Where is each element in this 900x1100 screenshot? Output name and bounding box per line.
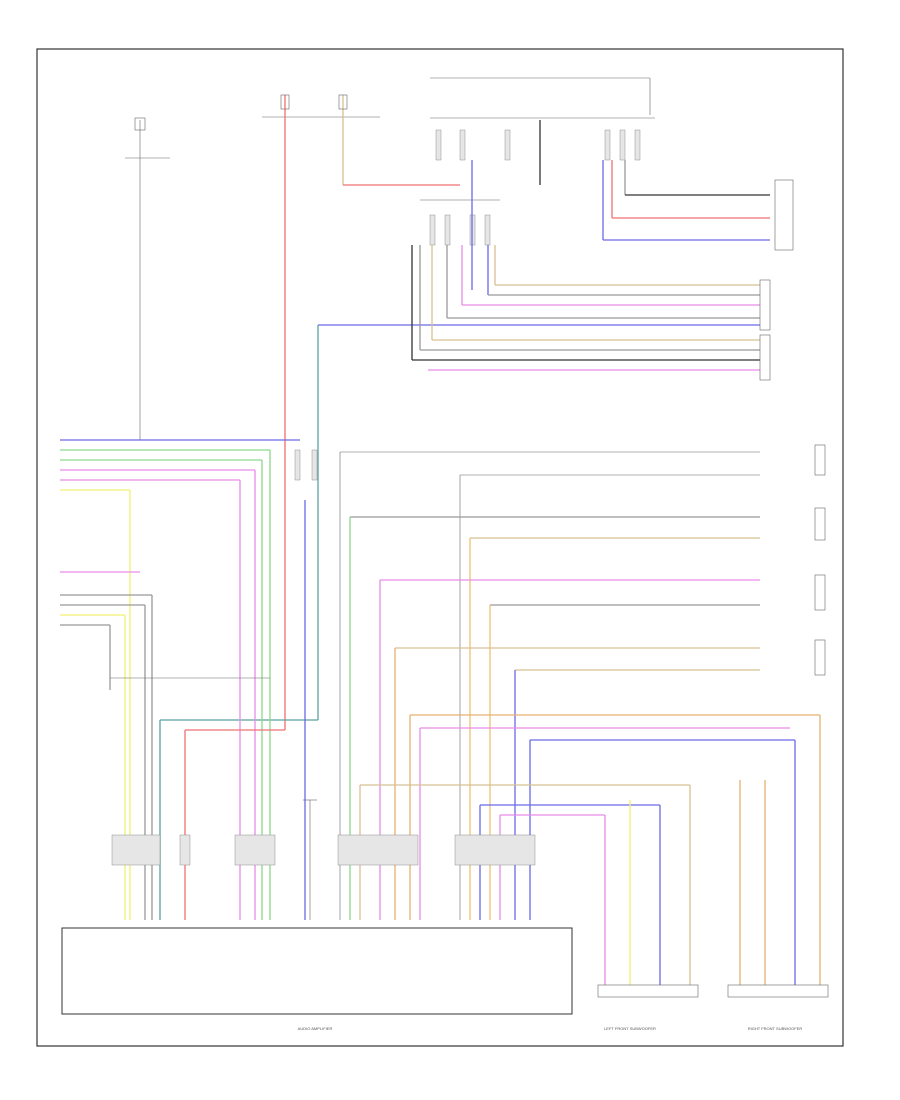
fuse-group-1 (262, 94, 380, 730)
left-front-subwoofer-label: LEFT FRONT SUBWOOFER (604, 1026, 656, 1031)
middle-connector (420, 160, 500, 290)
inline-connector (311, 449, 318, 481)
right-front-subwoofer-box (727, 984, 829, 998)
top-connector-pin (459, 129, 466, 161)
ground-switch-symbol (134, 117, 146, 131)
rear-speaker-symbol (774, 179, 794, 251)
left-front-speaker-symbol (814, 444, 826, 476)
amp-pin-group (111, 834, 161, 866)
door-speaker-symbol (759, 279, 771, 331)
top-connector-pin (435, 129, 442, 161)
speaker-harness-upper (318, 245, 771, 381)
right-speaker-harness (339, 444, 826, 920)
left-front-subwoofer-box (597, 984, 699, 998)
right-front-subwoofer-label: RIGHT FRONT SUBWOOFER (748, 1026, 803, 1031)
fuse-symbol (280, 94, 290, 110)
left-rear-speaker-symbol (814, 507, 826, 541)
top-connector-pin (504, 129, 511, 161)
middle-connector-pin (484, 214, 491, 246)
middle-connector-pin (444, 214, 451, 246)
right-rear-speaker-symbol (814, 639, 826, 676)
door-speaker-symbol (759, 334, 771, 381)
amp-pin-group (337, 834, 419, 866)
top-connector-pin (634, 129, 641, 161)
amplifier-label: AUDIO AMPLIFIER (298, 1026, 333, 1031)
subwoofer-wires (359, 714, 821, 985)
fuse-group-2 (338, 94, 460, 186)
amp-pin-group (454, 834, 536, 866)
amp-pin-group (179, 834, 191, 866)
rear-speaker-wires (602, 160, 794, 251)
amplifier-outline (61, 927, 573, 1015)
top-connector-pin (619, 129, 626, 161)
top-connector-pin (604, 129, 611, 161)
amp-pin-group (234, 834, 276, 866)
diagram-frame (36, 48, 844, 1047)
amplifier-module (61, 834, 573, 1015)
fuse-symbol (338, 94, 348, 110)
ground-stake (303, 799, 317, 920)
top-connector-block (430, 77, 655, 185)
inline-connector (294, 449, 301, 481)
middle-connector-pin (429, 214, 436, 246)
right-front-speaker-symbol (814, 574, 826, 611)
top-left-switch-group (125, 117, 170, 440)
